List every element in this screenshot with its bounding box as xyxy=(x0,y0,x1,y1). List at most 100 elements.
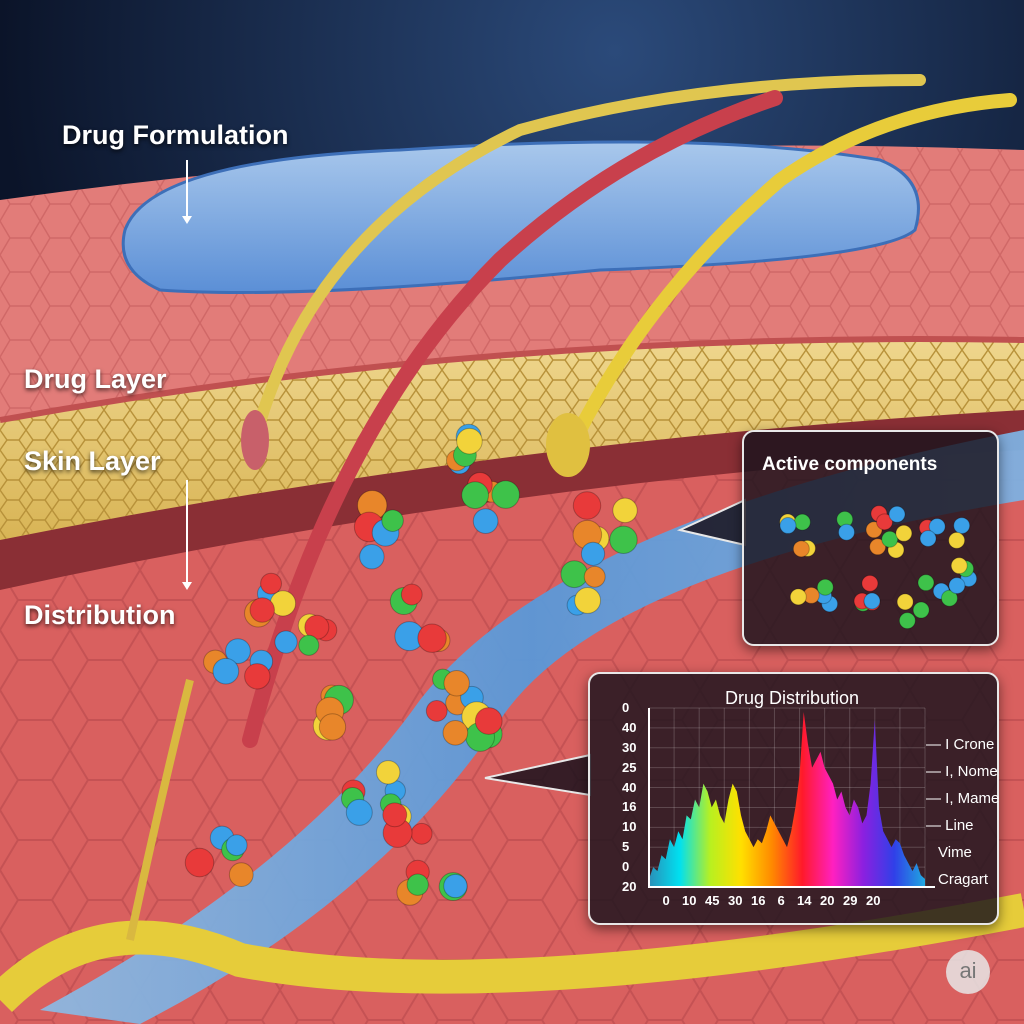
molecule xyxy=(304,614,330,640)
x-tick-label: 0 xyxy=(662,893,670,908)
molecule xyxy=(876,513,894,531)
molecule xyxy=(609,525,638,555)
molecule xyxy=(381,509,404,532)
molecule xyxy=(950,557,968,575)
hair-yellow xyxy=(249,74,926,446)
y-tick-label: 30 xyxy=(622,739,637,755)
molecule xyxy=(953,517,971,535)
molecule xyxy=(382,802,408,828)
legend-entry: — I, Mame xyxy=(926,790,1000,807)
molecule xyxy=(417,623,447,653)
label-distribution: Distribution xyxy=(24,600,176,630)
y-tick-label: 40 xyxy=(622,779,637,795)
active-components-title: Active components xyxy=(762,454,938,475)
molecule xyxy=(225,638,251,665)
molecule xyxy=(574,587,602,614)
legend-entry: Cragart xyxy=(938,871,989,888)
x-tick-label: 10 xyxy=(682,893,697,908)
drug-formulation-pad xyxy=(121,140,920,294)
molecule xyxy=(244,663,271,690)
molecule xyxy=(249,597,275,623)
y-tick-label: 0 xyxy=(622,859,630,875)
molecule xyxy=(863,592,881,610)
legend-entry: Vime xyxy=(938,844,972,861)
x-tick-label: 16 xyxy=(751,893,766,908)
molecule xyxy=(425,700,448,722)
molecule xyxy=(274,630,298,654)
y-tick-label: 25 xyxy=(622,759,637,775)
molecule xyxy=(779,517,797,535)
molecule xyxy=(948,531,966,549)
molecule xyxy=(793,513,811,531)
molecule xyxy=(869,538,887,556)
blood-vessel xyxy=(40,430,1024,1024)
x-tick-label: 29 xyxy=(843,893,858,908)
molecule xyxy=(298,634,320,656)
molecule xyxy=(919,530,937,548)
molecule-cluster-icons xyxy=(779,505,978,630)
molecule xyxy=(375,760,401,785)
chart-axes xyxy=(648,708,935,888)
drug-distribution-chart-panel: Drug Distribution 0 40 30 25 40 16 10 5 0 20 0 10 4… xyxy=(588,672,999,925)
molecule xyxy=(260,572,282,595)
molecule xyxy=(888,505,906,523)
distribution-area xyxy=(649,712,925,887)
molecule xyxy=(896,593,914,611)
molecule xyxy=(572,491,602,520)
x-tick-label: 20 xyxy=(820,893,835,908)
drug-molecules xyxy=(184,423,638,906)
molecule xyxy=(612,497,638,524)
x-tick-label: 6 xyxy=(777,893,785,908)
y-tick-label: 20 xyxy=(622,879,637,894)
molecule xyxy=(359,543,385,570)
molecule xyxy=(442,719,469,746)
x-tick-label: 30 xyxy=(728,893,743,908)
legend-entry: — I Crone xyxy=(926,736,995,753)
ai-logo: ai xyxy=(946,950,990,994)
label-skin-layer: Skin Layer xyxy=(24,446,161,476)
molecule xyxy=(861,574,879,592)
molecule xyxy=(410,822,433,845)
molecule xyxy=(345,798,373,826)
molecule xyxy=(816,578,834,596)
y-tick-label: 0 xyxy=(622,700,630,715)
chart-title: Drug Distribution xyxy=(725,688,860,708)
molecule xyxy=(456,427,483,455)
arrow-down-icon xyxy=(182,480,192,590)
molecule xyxy=(474,707,503,735)
molecule xyxy=(898,612,916,630)
label-drug-formulation: Drug Formulation xyxy=(62,120,289,150)
molecule xyxy=(461,481,490,510)
molecule xyxy=(928,518,946,536)
arrow-down-icon xyxy=(182,160,192,224)
molecule xyxy=(491,480,520,509)
hair-yellow-right xyxy=(558,93,1017,467)
x-tick-label: 20 xyxy=(866,893,881,908)
y-tick-label: 5 xyxy=(622,839,630,855)
x-tick-label: 14 xyxy=(797,893,812,908)
molecule xyxy=(792,540,810,558)
active-components-panel: Active components xyxy=(742,430,999,646)
y-tick-label: 10 xyxy=(622,819,637,835)
molecule xyxy=(184,847,215,878)
molecule xyxy=(948,577,966,595)
nerve-fiber xyxy=(0,893,1024,1013)
molecule xyxy=(225,834,248,857)
molecule xyxy=(895,524,913,542)
molecule xyxy=(400,583,423,606)
x-tick-label: 45 xyxy=(705,893,720,908)
legend-entry: — Line xyxy=(926,817,974,834)
molecule xyxy=(443,670,470,697)
molecule xyxy=(580,541,606,566)
label-drug-layer: Drug Layer xyxy=(24,364,167,394)
legend-entry: — I, Nome xyxy=(926,763,998,780)
molecule xyxy=(443,873,468,899)
molecule xyxy=(212,657,240,685)
molecule xyxy=(881,530,899,548)
molecule xyxy=(917,574,935,592)
y-tick-label: 40 xyxy=(622,719,637,735)
y-tick-label: 16 xyxy=(622,799,637,815)
molecule xyxy=(912,601,930,619)
molecule xyxy=(406,873,429,896)
molecule xyxy=(583,565,606,588)
